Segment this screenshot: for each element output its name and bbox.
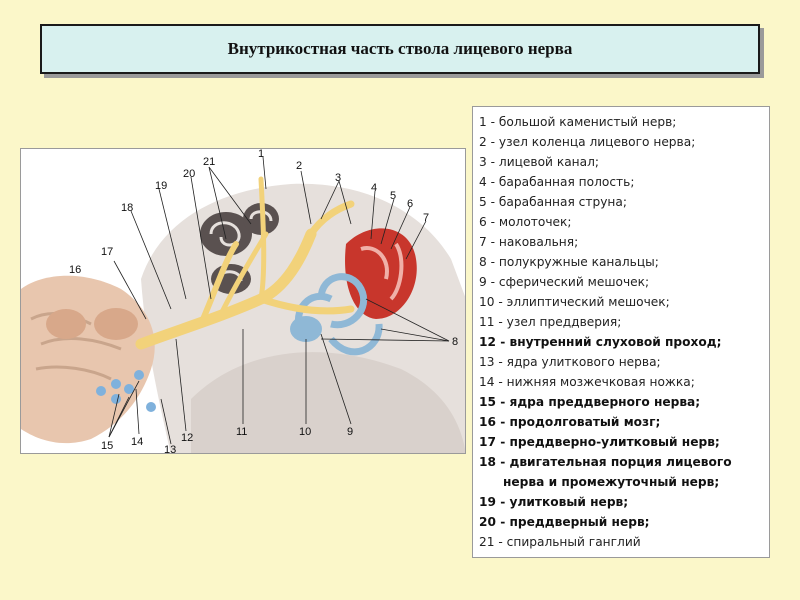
nucleus-dot [134,370,144,380]
legend-item: 18 - двигательная порция лицевого [479,455,732,469]
legend-panel: 1 - большой каменистый нерв; 2 - узел ко… [472,106,770,558]
legend-item: нерва и промежуточный нерв; [503,475,720,489]
legend-item: 14 - нижняя мозжечковая ножка; [479,375,695,389]
figure-label-14: 14 [131,436,143,448]
legend-item: 11 - узел преддверия; [479,315,622,329]
legend-item: 1 - большой каменистый нерв; [479,115,677,129]
legend-item: 2 - узел коленца лицевого нерва; [479,135,696,149]
figure-label-9: 9 [347,426,353,438]
figure-label-8: 8 [452,336,458,348]
legend-item: 9 - сферический мешочек; [479,275,650,289]
figure-label-10: 10 [299,426,311,438]
nucleus-dot [96,386,106,396]
figure-label-21: 21 [203,156,215,168]
figure-label-1: 1 [258,149,264,160]
legend-item: 10 - эллиптический мешочек; [479,295,670,309]
legend-item: 21 - спиральный ганглий [479,535,641,549]
legend-item: 15 - ядра преддверного нерва; [479,395,701,409]
figure-label-16: 16 [69,264,81,276]
page-title: Внутрикостная часть ствола лицевого нерв… [227,39,573,58]
legend-item: 3 - лицевой канал; [479,155,600,169]
nucleus-dot [111,394,121,404]
figure-label-7: 7 [423,212,429,224]
leader-lines [108,156,450,445]
figure-label-3: 3 [335,172,341,184]
legend-item: 5 - барабанная струна; [479,195,627,209]
title-banner: Внутрикостная часть ствола лицевого нерв… [40,24,760,74]
nucleus-dot [146,402,156,412]
brain-nucleus-b [94,308,138,340]
figure-label-6: 6 [407,198,413,210]
figure-label-20: 20 [183,168,195,180]
figure-label-4: 4 [371,182,377,194]
legend-item: 12 - внутренний слуховой проход; [479,335,722,349]
anatomical-figure: 1 2 3 4 5 6 7 8 9 10 11 12 13 14 15 16 1… [20,148,466,454]
legend-item: 16 - продолговатый мозг; [479,415,661,429]
figure-label-15: 15 [101,440,113,452]
figure-label-12: 12 [181,432,193,444]
legend-item: 20 - преддверный нерв; [479,515,650,529]
figure-label-13: 13 [164,444,176,454]
nucleus-dot [111,379,121,389]
legend-item: 6 - молоточек; [479,215,572,229]
legend-item: 4 - барабанная полость; [479,175,635,189]
bone-shading [191,352,465,453]
medulla-oblongata [21,275,155,444]
facial-nerve-illustration: 1 2 3 4 5 6 7 8 9 10 11 12 13 14 15 16 1… [21,149,465,454]
legend-item: 13 - ядра улиткового нерва; [479,355,661,369]
figure-label-18: 18 [121,202,133,214]
figure-label-11: 11 [236,426,247,438]
legend-item: 19 - улитковый нерв; [479,495,629,509]
legend-item: 7 - наковальня; [479,235,579,249]
legend-item: 17 - преддверно-улитковый нерв; [479,435,720,449]
figure-label-19: 19 [155,180,167,192]
ossicles [360,242,404,301]
figure-label-17: 17 [101,246,113,258]
facial-nerve-trunk [135,176,355,350]
legend-item: 8 - полукружные канальцы; [479,255,659,269]
figure-label-5: 5 [390,190,396,202]
figure-label-2: 2 [296,160,302,172]
brain-nucleus-a [46,309,86,339]
vestibule [290,316,322,342]
nucleus-dot [124,384,134,394]
